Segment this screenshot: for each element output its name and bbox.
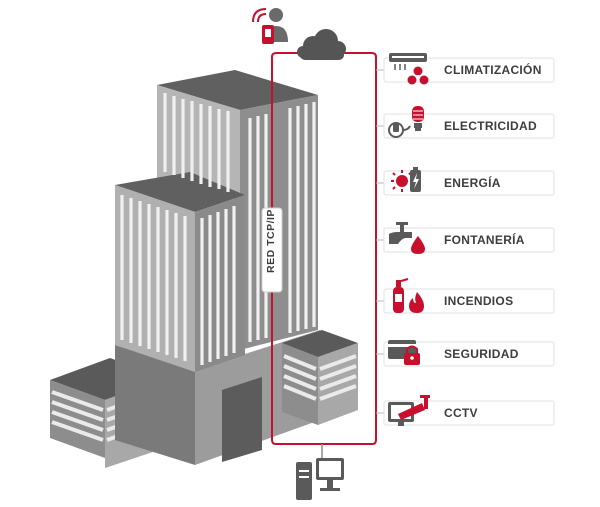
service-row-incendios bbox=[376, 288, 555, 314]
extinguisher-flame-icon bbox=[393, 278, 424, 313]
hvac-fan-icon bbox=[389, 53, 429, 85]
tower-windows bbox=[120, 93, 316, 365]
service-label-energia: ENERGÍA bbox=[444, 176, 501, 190]
service-row-climatizacion bbox=[376, 57, 555, 83]
service-row-electricidad bbox=[376, 113, 555, 139]
service-row-fontaneria bbox=[376, 227, 555, 253]
service-label-cctv: CCTV bbox=[444, 406, 478, 420]
service-row-energia bbox=[376, 170, 555, 196]
upper-tower-top bbox=[157, 70, 318, 110]
service-label-fontaneria: FONTANERÍA bbox=[444, 233, 525, 247]
mid-tower-front bbox=[115, 185, 195, 372]
sun-battery-icon bbox=[391, 167, 421, 192]
network-label: RED TCP/IP bbox=[264, 209, 278, 273]
card-lock-icon bbox=[388, 340, 420, 365]
cctv-camera-icon bbox=[388, 395, 430, 426]
computer-icon bbox=[296, 458, 344, 500]
service-label-seguridad: SEGURIDAD bbox=[444, 347, 519, 361]
cloud-icon bbox=[297, 29, 346, 60]
service-label-electricidad: ELECTRICIDAD bbox=[444, 119, 537, 133]
service-label-incendios: INCENDIOS bbox=[444, 294, 514, 308]
building bbox=[50, 70, 358, 468]
mid-tower-top bbox=[115, 172, 245, 212]
service-label-climatizacion: CLIMATIZACIÓN bbox=[444, 63, 542, 77]
base-door bbox=[222, 377, 262, 462]
plug-bulb-icon bbox=[388, 106, 424, 138]
right-block-top bbox=[282, 330, 358, 357]
base-front bbox=[115, 345, 195, 465]
remote-user-icon bbox=[252, 8, 288, 44]
network-loop bbox=[261, 52, 377, 458]
right-block-stripes bbox=[283, 354, 357, 401]
service-row-seguridad bbox=[376, 341, 555, 367]
faucet-drop-icon bbox=[389, 222, 425, 254]
